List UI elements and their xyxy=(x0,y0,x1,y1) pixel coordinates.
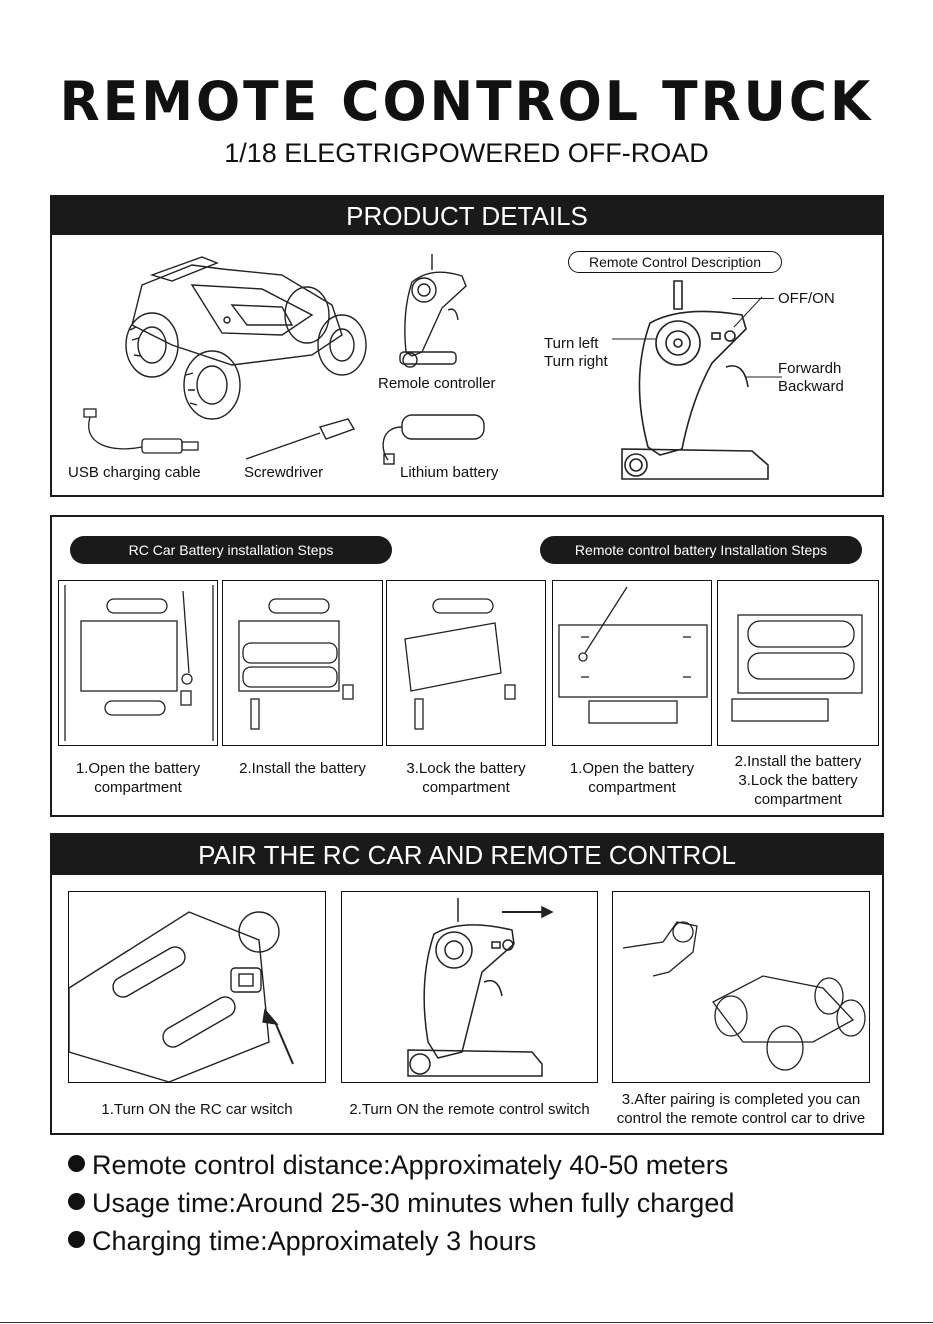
caption-line: compartment xyxy=(754,791,842,808)
install-step-remote-install-lock xyxy=(717,580,879,746)
turn-right-label: Turn right xyxy=(544,353,608,370)
car-step3-caption: 3.Lock the battery compartment xyxy=(386,759,546,797)
remote-control-large-illustration xyxy=(612,280,782,480)
forward-label: Forwardh xyxy=(778,360,842,377)
battery-illustration xyxy=(382,414,485,465)
spec-text: Charging time:Approximately 3 hours xyxy=(92,1226,537,1256)
off-on-leader-line xyxy=(732,298,774,299)
bullet-icon xyxy=(68,1231,85,1248)
car-battery-steps-pill: RC Car Battery installation Steps xyxy=(70,536,392,564)
battery-label: Lithium battery xyxy=(400,464,499,481)
pair-step1-image xyxy=(68,891,326,1083)
remote-battery-steps-pill: Remote control battery Installation Step… xyxy=(540,536,862,564)
pair-step2-caption: 2.Turn ON the remote control switch xyxy=(349,1101,590,1118)
install-step-car-open xyxy=(58,580,218,746)
usb-cable-label: USB charging cable xyxy=(68,464,201,481)
product-details-panel: PRODUCT DETAILS USB charging cable xyxy=(50,195,884,497)
spec-distance: Remote control distance:Approximately 40… xyxy=(68,1150,728,1181)
off-on-label: OFF/ON xyxy=(778,290,835,307)
caption-line: 3.Lock the battery xyxy=(738,772,858,789)
caption-line: 3.After pairing is completed you can xyxy=(621,1091,861,1108)
pairing-panel: PAIR THE RC CAR AND REMOTE CONTROL xyxy=(50,833,884,1135)
controller-illustration xyxy=(399,254,467,368)
caption-line: compartment xyxy=(422,779,510,796)
pairing-bar: PAIR THE RC CAR AND REMOTE CONTROL xyxy=(52,835,882,875)
car-step1-caption: 1.Open the battery compartment xyxy=(58,759,218,797)
remote-step23-caption: 2.Install the battery 3.Lock the battery… xyxy=(717,752,879,809)
install-step-car-install xyxy=(222,580,383,746)
caption-line: control the remote control car to drive xyxy=(616,1110,866,1127)
turn-left-label: Turn left xyxy=(544,335,599,352)
controller-label: Remole controller xyxy=(378,375,496,392)
caption-line: 2.Install the battery xyxy=(239,760,366,777)
screwdriver-label: Screwdriver xyxy=(244,464,324,481)
backward-label: Backward xyxy=(778,378,844,395)
remote-step1-caption: 1.Open the battery compartment xyxy=(552,759,712,797)
spec-text: Usage time:Around 25-30 minutes when ful… xyxy=(92,1188,735,1218)
pair-step3-caption: 3.After pairing is completed you can con… xyxy=(606,1090,876,1128)
caption-line: 2.Install the battery xyxy=(734,753,862,770)
caption-line: 3.Lock the battery xyxy=(406,760,526,777)
page-title: REMOTE CONTROL TRUCK xyxy=(59,70,874,134)
spec-charging-time: Charging time:Approximately 3 hours xyxy=(68,1226,536,1257)
pair-step3-image xyxy=(612,891,870,1083)
bullet-icon xyxy=(68,1155,85,1172)
caption-line: 1.Open the battery xyxy=(75,760,201,777)
install-step-car-lock xyxy=(386,580,546,746)
caption-line: 1.Open the battery xyxy=(569,760,695,777)
caption-line: compartment xyxy=(588,779,676,796)
car-step2-caption: 2.Install the battery xyxy=(222,759,383,778)
caption-line: compartment xyxy=(94,779,182,796)
pair-step2-image xyxy=(341,891,598,1083)
bottom-rule xyxy=(0,1322,933,1323)
screwdriver-illustration xyxy=(245,418,356,460)
usb-cable-illustration xyxy=(83,408,199,454)
product-details-bar: PRODUCT DETAILS xyxy=(52,197,882,235)
spec-text: Remote control distance:Approximately 40… xyxy=(92,1150,729,1180)
truck-illustration xyxy=(125,256,367,420)
installation-panel: RC Car Battery installation Steps Remote… xyxy=(50,515,884,817)
pair-step1-caption: 1.Turn ON the RC car wsitch xyxy=(101,1101,293,1118)
install-step-remote-open xyxy=(552,580,712,746)
remote-description-pill: Remote Control Description xyxy=(568,251,782,273)
spec-usage-time: Usage time:Around 25-30 minutes when ful… xyxy=(68,1188,734,1219)
bullet-icon xyxy=(68,1193,85,1210)
page-subtitle: 1/18 ELEGTRIGPOWERED OFF-ROAD xyxy=(224,138,709,168)
